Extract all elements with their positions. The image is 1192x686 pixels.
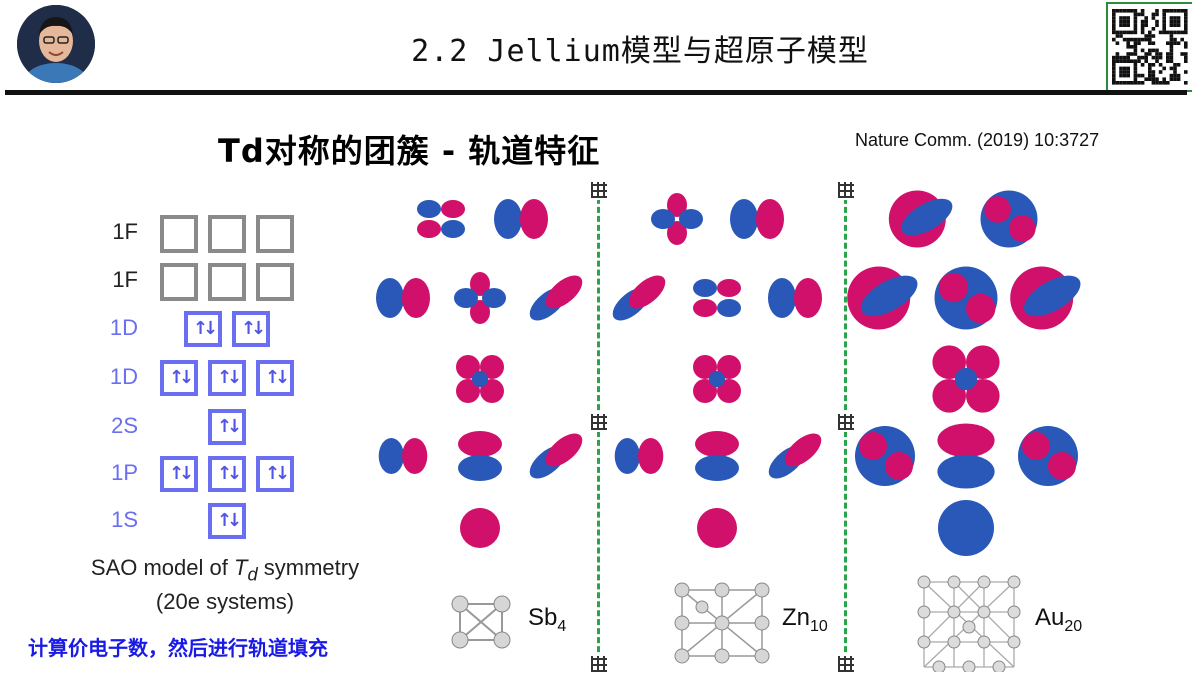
orbital-isosurface xyxy=(529,433,583,479)
spin-up-arrow-icon: ↑ xyxy=(193,318,209,339)
orbital-isosurface xyxy=(1018,426,1078,486)
empty-orbital-box xyxy=(160,263,198,301)
spin-up-arrow-icon: ↑ xyxy=(169,463,185,484)
spin-up-arrow-icon: ↑ xyxy=(217,510,233,531)
filled-orbital-box: ↑↓ xyxy=(208,503,246,539)
orbital-isosurface xyxy=(855,426,915,486)
orbital-isosurface xyxy=(695,431,739,481)
orbital-isosurfaces-figure xyxy=(376,190,1081,556)
orbital-isosurface xyxy=(529,275,583,321)
orbital-isosurface xyxy=(980,190,1038,248)
spin-down-arrow-icon: ↓ xyxy=(203,318,219,339)
empty-orbital-box xyxy=(256,215,294,253)
spin-down-arrow-icon: ↓ xyxy=(179,367,195,388)
caption-line-2: (20e systems) xyxy=(155,589,295,615)
orbital-isosurface xyxy=(460,508,500,548)
cluster-label-au20: Au20 xyxy=(1035,604,1083,635)
orbital-isosurface xyxy=(937,423,995,489)
spin-down-arrow-icon: ↓ xyxy=(227,367,243,388)
orbital-isosurface xyxy=(494,199,548,239)
spin-up-arrow-icon: ↑ xyxy=(241,318,257,339)
spin-down-arrow-icon: ↓ xyxy=(227,416,243,437)
orbital-isosurface xyxy=(458,431,502,481)
spin-down-arrow-icon: ↓ xyxy=(227,463,243,484)
orbital-isosurface xyxy=(768,278,822,318)
spin-up-arrow-icon: ↑ xyxy=(169,367,185,388)
header-divider xyxy=(5,90,1187,95)
spin-down-arrow-icon: ↓ xyxy=(275,463,291,484)
orbital-isosurface xyxy=(847,266,918,330)
sb4-structure-icon xyxy=(451,595,511,649)
orbital-isosurface xyxy=(938,500,994,556)
orbital-isosurface xyxy=(934,266,998,330)
filled-orbital-box: ↑↓ xyxy=(208,360,246,396)
empty-orbital-box xyxy=(160,215,198,253)
orbital-isosurface xyxy=(417,200,465,238)
filled-orbital-box: ↑↓ xyxy=(184,311,222,347)
slide-title: 2.2 Jellium模型与超原子模型 xyxy=(411,34,869,69)
orbital-isosurface xyxy=(697,508,737,548)
filled-orbital-box: ↑↓ xyxy=(160,456,198,492)
orbital-isosurface xyxy=(378,438,428,474)
filled-orbital-box: ↑↓ xyxy=(208,409,246,445)
slide-subtitle: Td对称的团簇 - 轨道特征 xyxy=(218,132,601,170)
orbital-isosurface xyxy=(651,193,703,245)
citation: Nature Comm. (2019) 10:3727 xyxy=(855,130,1100,150)
spin-down-arrow-icon: ↓ xyxy=(179,463,195,484)
presenter-avatar xyxy=(17,5,95,83)
spin-down-arrow-icon: ↓ xyxy=(227,510,243,531)
orbital-isosurface xyxy=(693,355,741,403)
small-qr-icon xyxy=(836,180,856,200)
small-qr-icon xyxy=(836,412,856,432)
bottom-note: 计算价电子数，然后进行轨道填充 xyxy=(28,636,328,660)
filled-orbital-box: ↑↓ xyxy=(256,360,294,396)
spin-down-arrow-icon: ↓ xyxy=(251,318,267,339)
level-label: 1D xyxy=(109,315,138,340)
spin-down-arrow-icon: ↓ xyxy=(275,367,291,388)
small-qr-icon xyxy=(589,654,609,674)
zn10-structure-icon xyxy=(674,582,770,664)
orbital-isosurface xyxy=(693,279,741,317)
level-label: 1S xyxy=(111,507,138,532)
small-qr-icon xyxy=(589,180,609,200)
level-label: 1P xyxy=(111,460,138,485)
caption-line-1: SAO model of Td symmetry xyxy=(90,555,360,585)
au20-structure-icon xyxy=(917,575,1021,672)
empty-orbital-box xyxy=(208,215,246,253)
filled-orbital-box: ↑↓ xyxy=(232,311,270,347)
orbital-isosurface xyxy=(612,275,666,321)
orbital-isosurface xyxy=(614,438,664,474)
cluster-label-zn10: Zn10 xyxy=(782,604,828,635)
spin-up-arrow-icon: ↑ xyxy=(217,463,233,484)
level-label: 1F xyxy=(112,267,138,292)
filled-orbital-box: ↑↓ xyxy=(256,456,294,492)
model-caption: SAO model of Td symmetry (20e systems) xyxy=(60,554,390,616)
orbital-isosurface xyxy=(768,433,822,479)
spin-up-arrow-icon: ↑ xyxy=(217,416,233,437)
orbital-isosurface xyxy=(454,272,506,324)
small-qr-icon xyxy=(836,654,856,674)
spin-up-arrow-icon: ↑ xyxy=(265,367,281,388)
level-label: 1F xyxy=(112,219,138,244)
empty-orbital-box xyxy=(208,263,246,301)
orbital-isosurface xyxy=(1010,266,1081,330)
cluster-label-sb4: Sb4 xyxy=(528,604,567,635)
spin-up-arrow-icon: ↑ xyxy=(265,463,281,484)
small-qr-icon xyxy=(589,412,609,432)
orbital-isosurface xyxy=(730,199,784,239)
spin-up-arrow-icon: ↑ xyxy=(217,367,233,388)
orbital-isosurface xyxy=(888,190,953,248)
orbital-isosurface xyxy=(456,355,504,403)
level-label: 1D xyxy=(109,364,138,389)
filled-orbital-box: ↑↓ xyxy=(160,360,198,396)
empty-orbital-box xyxy=(256,263,294,301)
level-label: 2S xyxy=(111,413,138,438)
qr-code-icon xyxy=(1106,2,1192,92)
orbital-isosurface xyxy=(932,345,1000,413)
filled-orbital-box: ↑↓ xyxy=(208,456,246,492)
orbital-isosurface xyxy=(376,278,430,318)
